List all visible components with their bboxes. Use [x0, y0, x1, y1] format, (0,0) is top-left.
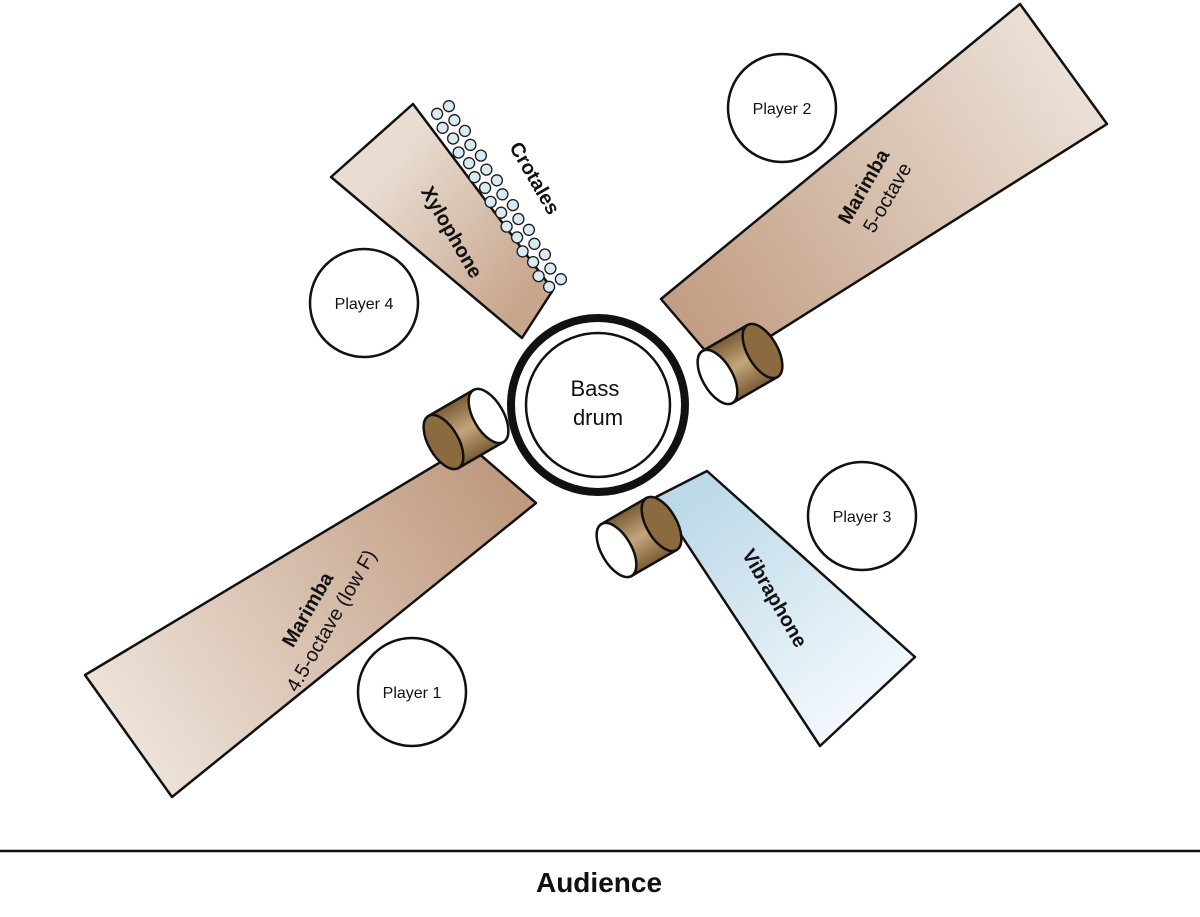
drum-upper-right-back	[741, 322, 784, 380]
marimba-4-5-octave-body	[83, 443, 538, 799]
player-1-label: Player 1	[383, 685, 442, 702]
crotale-disc	[464, 138, 477, 152]
player-1-circle	[356, 636, 468, 748]
drum-upper-right	[696, 322, 784, 406]
drum-left-head	[467, 387, 510, 445]
crotale-disc	[542, 280, 556, 293]
svg-text:Bass drum: Bass drum	[570, 376, 625, 430]
crotale-disc	[554, 273, 568, 286]
crotale-disc	[484, 195, 497, 209]
drum-upper-right-head	[696, 348, 739, 406]
crotale-disc	[528, 237, 541, 250]
crotale-disc	[512, 212, 525, 226]
crotale-disc	[500, 220, 513, 233]
crotale-disc	[516, 245, 529, 258]
crotale-disc	[490, 174, 504, 187]
crotale-disc	[468, 171, 481, 184]
vibraphone: Vibraphone	[654, 469, 917, 748]
audience-label: Audience	[536, 867, 662, 898]
crotale-disc	[430, 107, 444, 120]
marimba-5-octave-body	[659, 2, 1109, 370]
crotale-disc	[478, 181, 492, 195]
crotale-disc	[458, 124, 472, 138]
player-4-label: Player 4	[335, 296, 394, 313]
crotale-disc	[446, 132, 460, 145]
bass-drum-head	[524, 331, 672, 479]
player-3-label: Player 3	[833, 509, 892, 526]
crotale-disc	[522, 223, 536, 236]
crotale-disc	[436, 121, 449, 134]
crotale-disc	[494, 206, 508, 219]
marimba-4-5-octave: Marimba 4.5-octave (low F)	[83, 443, 538, 799]
crotale-disc	[510, 231, 524, 244]
drum-lower	[595, 495, 683, 579]
bass-drum-label-line2: drum	[573, 405, 623, 430]
crotale-disc	[544, 262, 557, 275]
player-2-circle	[726, 52, 838, 164]
crotale-disc	[480, 163, 493, 176]
player-3-circle	[806, 460, 918, 572]
bass-drum: Bass drum	[507, 314, 689, 496]
vibraphone-body	[654, 469, 917, 748]
player-2-label: Player 2	[753, 101, 812, 118]
crotale-disc	[496, 188, 509, 201]
player-1: Player 1	[356, 636, 468, 748]
player-3: Player 3	[806, 460, 918, 572]
crotale-disc	[506, 198, 520, 212]
marimba-5-octave: Marimba 5-octave	[659, 2, 1109, 370]
crotale-disc	[448, 114, 461, 127]
drum-left	[422, 387, 510, 471]
crotale-disc	[532, 269, 545, 283]
drum-left-back	[422, 413, 465, 471]
crotale-disc	[474, 149, 488, 162]
bass-drum-label-line1: Bass	[570, 376, 619, 401]
crotale-disc	[452, 146, 465, 159]
drum-lower-head	[595, 521, 638, 579]
crotale-disc	[526, 255, 540, 269]
crotales-dots	[430, 100, 568, 293]
crotale-disc	[538, 248, 552, 261]
crotale-disc	[442, 100, 456, 113]
crotale-disc	[462, 157, 476, 170]
player-4: Player 4	[308, 247, 420, 359]
player-4-circle	[308, 247, 420, 359]
drum-lower-back	[640, 495, 683, 553]
player-2: Player 2	[726, 52, 838, 164]
